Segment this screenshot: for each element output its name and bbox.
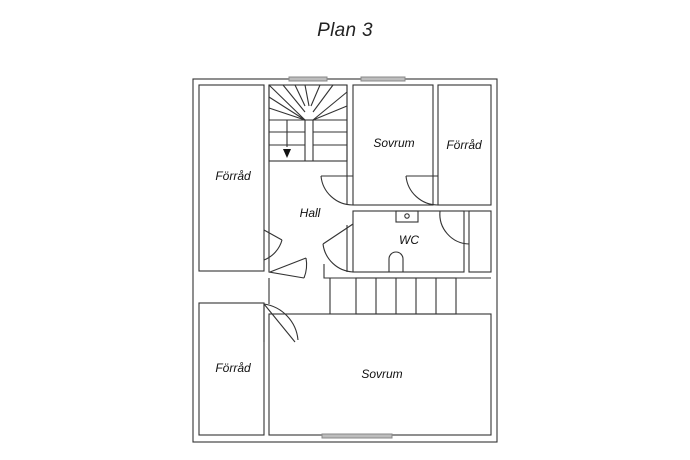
room-forrad-right [437,84,492,206]
stair-arrow-icon [283,149,291,158]
room-forrad-left-bottom [198,302,265,436]
label-forrad-right: Förråd [446,138,482,152]
room-forrad-left-top [198,84,265,272]
label-forrad-left-top: Förråd [215,169,251,183]
stairs-bottom [355,277,457,315]
label-forrad-left-bottom: Förråd [215,361,251,375]
stairs-top [268,84,348,162]
outer-wall [192,78,498,443]
label-sovrum-bottom: Sovrum [361,367,402,381]
doors [263,175,470,343]
plan-title: Plan 3 [317,20,373,41]
label-hall: Hall [300,206,321,220]
room-closet-right [468,210,492,273]
label-wc: WC [399,233,419,247]
room-sovrum-top [352,84,434,206]
label-sovrum-top: Sovrum [373,136,414,150]
windows [288,76,406,439]
wc-fixtures [388,210,419,272]
